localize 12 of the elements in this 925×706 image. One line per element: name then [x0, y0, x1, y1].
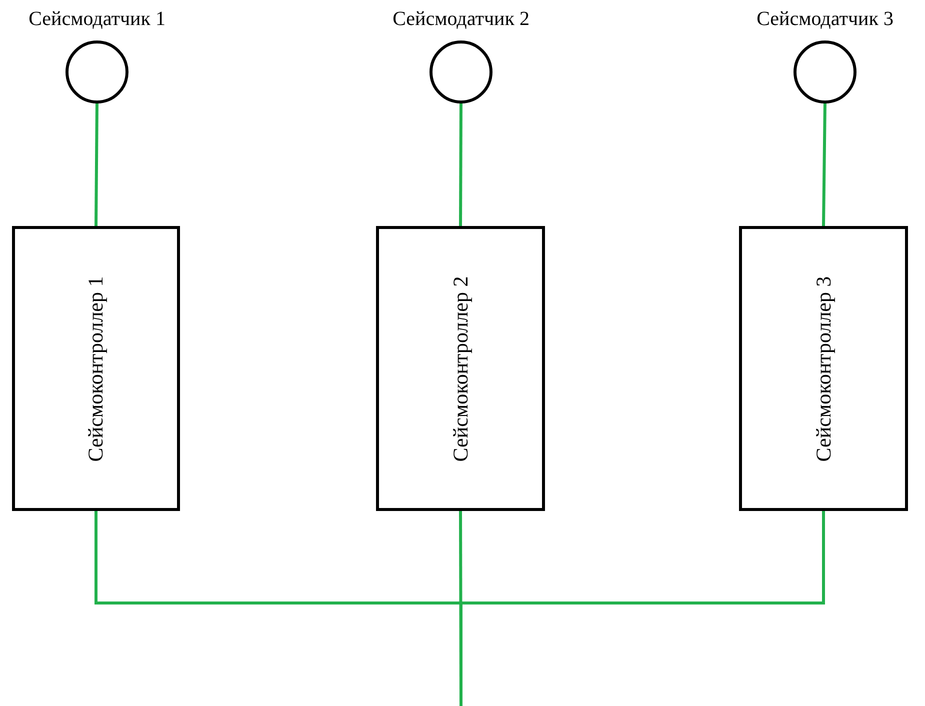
connector-line: [822, 102, 826, 226]
connector-line: [459, 102, 462, 226]
sensor-label: Сейсмодатчик 3: [756, 8, 894, 31]
controller-label: Сейсмоконтроллер 2: [448, 276, 473, 462]
controller-box: [739, 226, 908, 511]
controller-label: Сейсмоконтроллер 1: [84, 276, 108, 462]
connector-line: [94, 102, 98, 226]
sensor-label: Сейсмодатчик 2: [392, 8, 530, 31]
controller-box: [376, 226, 545, 511]
controller-label: Сейсмоконтроллер 3: [811, 276, 836, 462]
controller-box: [12, 226, 180, 511]
sensor-label: Сейсмодатчик 1: [28, 8, 166, 31]
